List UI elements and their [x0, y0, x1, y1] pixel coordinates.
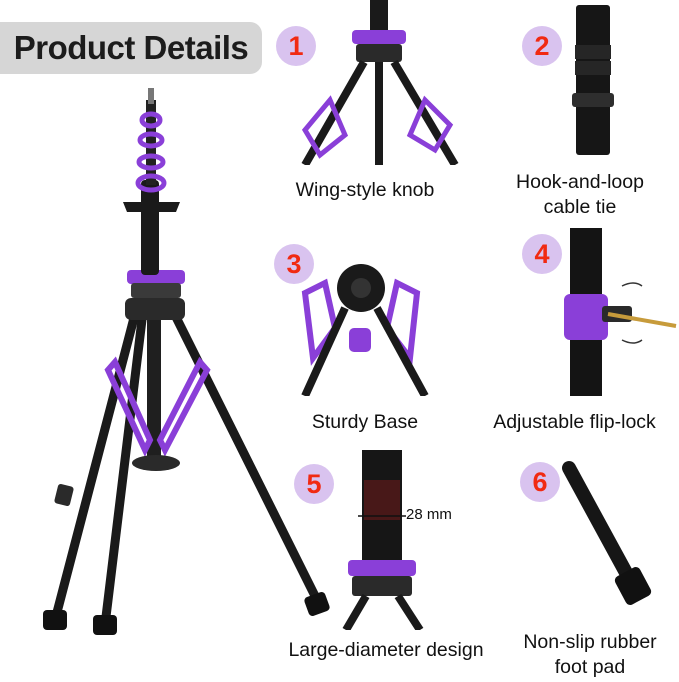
badge-1: 1: [276, 26, 316, 66]
caption-sturdy-base: Sturdy Base: [311, 411, 419, 433]
caption-large-diameter: Large-diameter design: [288, 639, 484, 661]
badge-3: 3: [274, 244, 314, 284]
diameter-measurement: 28 mm: [406, 506, 452, 523]
caption-rubber-foot: Non-slip rubber foot pad: [505, 630, 675, 680]
badge-2: 2: [522, 26, 562, 66]
caption-rubber-foot-line-1: Non-slip rubber: [523, 631, 657, 653]
caption-flip-lock: Adjustable flip-lock: [493, 411, 656, 433]
sturdy-base-image: [301, 264, 429, 396]
page-title: Product Details: [13, 29, 249, 66]
title-banner: Product Details: [0, 22, 262, 74]
caption-cable-tie: Hook-and-loop cable tie: [495, 170, 665, 220]
tube-diameter-image: [342, 450, 424, 630]
cable-tie-image: [572, 5, 614, 155]
badge-4: 4: [522, 234, 562, 274]
tripod-main-image: [43, 88, 330, 635]
wing-knob-image: [301, 0, 459, 165]
badge-5: 5: [294, 464, 334, 504]
badge-6: 6: [520, 462, 560, 502]
caption-cable-tie-line-1: Hook-and-loop: [516, 171, 644, 193]
caption-cable-tie-line-2: cable tie: [543, 196, 617, 218]
rubber-foot-image: [562, 461, 652, 605]
caption-wing-style-knob: Wing-style knob: [295, 179, 435, 201]
caption-rubber-foot-line-2: foot pad: [554, 656, 626, 678]
flip-lock-image: [564, 228, 677, 396]
